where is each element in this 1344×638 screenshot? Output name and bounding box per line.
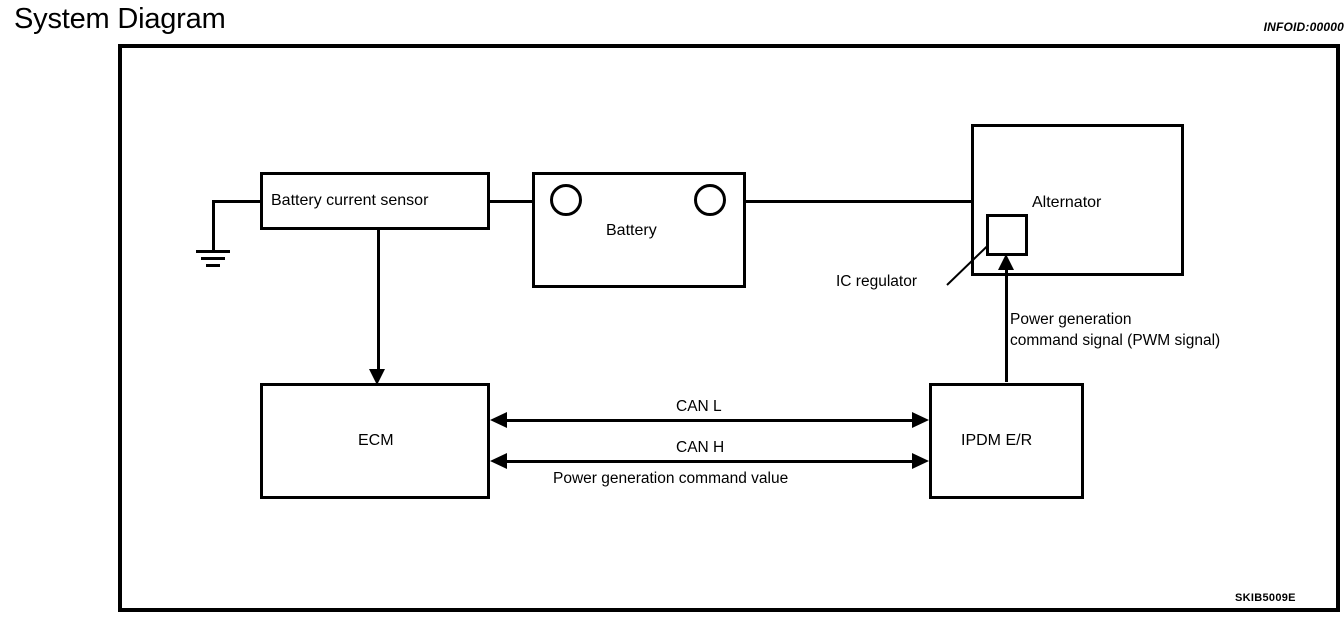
battery-current-sensor-box[interactable] xyxy=(260,172,490,230)
ground-symbol-bar-1 xyxy=(196,250,230,253)
pwm-signal-wire xyxy=(1005,268,1008,382)
pwm-signal-label-line1: Power generation xyxy=(1010,311,1132,328)
sensor-to-ecm-wire xyxy=(377,230,380,375)
battery-to-alternator-wire xyxy=(746,200,974,203)
ecm-label: ECM xyxy=(358,432,394,449)
can-l-arrowhead-left xyxy=(490,412,507,428)
pwm-signal-arrowhead xyxy=(998,254,1014,270)
ecm-box[interactable] xyxy=(260,383,490,499)
pwm-signal-label-line2: command signal (PWM signal) xyxy=(1010,332,1221,349)
can-h-arrowhead-left xyxy=(490,453,507,469)
sensor-to-battery-wire xyxy=(490,200,532,203)
ground-lead-wire xyxy=(212,200,262,203)
can-l-bus-line xyxy=(503,419,918,422)
can-h-bus-line xyxy=(503,460,918,463)
ic-regulator-box[interactable] xyxy=(986,214,1028,256)
ic-regulator-label: IC regulator xyxy=(836,273,917,290)
battery-terminal-left-icon xyxy=(550,184,582,216)
sensor-to-ecm-arrowhead xyxy=(369,369,385,385)
can-h-label: CAN H xyxy=(676,439,725,456)
battery-terminal-right-icon xyxy=(694,184,726,216)
battery-current-sensor-label: Battery current sensor xyxy=(271,192,429,209)
ground-symbol-bar-2 xyxy=(201,257,225,260)
figure-code-label: SKIB5009E xyxy=(1235,592,1296,604)
can-l-arrowhead-right xyxy=(912,412,929,428)
ground-symbol-bar-3 xyxy=(206,264,220,267)
can-h-arrowhead-right xyxy=(912,453,929,469)
ground-riser-wire xyxy=(212,200,215,250)
power-generation-command-value-label: Power generation command value xyxy=(553,470,789,487)
page-title: System Diagram xyxy=(14,3,226,35)
ipdm-er-box[interactable] xyxy=(929,383,1084,499)
can-l-label: CAN L xyxy=(676,398,722,415)
battery-label: Battery xyxy=(606,222,657,239)
infoid-label: INFOID:00000 xyxy=(1263,20,1344,34)
ipdm-er-label: IPDM E/R xyxy=(961,432,1033,449)
alternator-label: Alternator xyxy=(1032,194,1102,211)
